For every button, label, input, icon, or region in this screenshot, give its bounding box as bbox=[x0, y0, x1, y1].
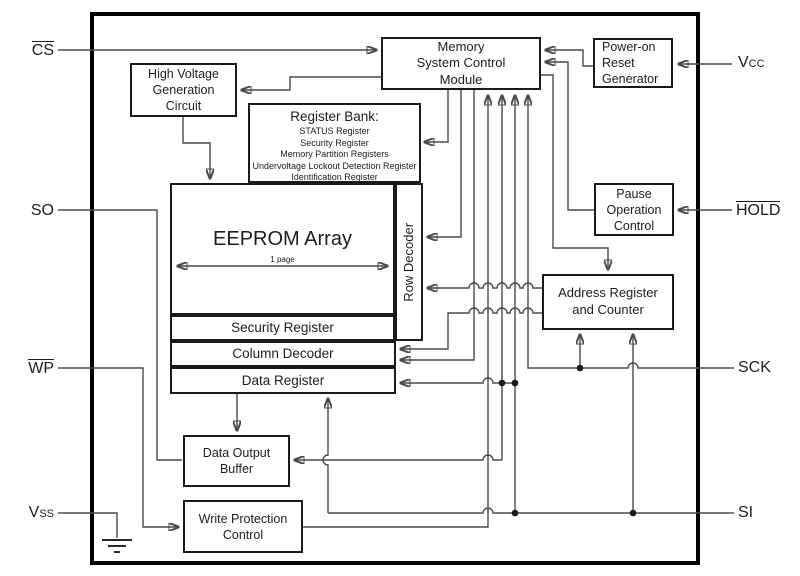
block-label: Power-on Reset Generator bbox=[602, 40, 659, 86]
block-data-register: Data Register bbox=[170, 367, 396, 394]
block-label: Data Output Buffer bbox=[202, 446, 271, 476]
register-bank-item: Undervoltage Lockout Detection Register bbox=[252, 160, 417, 171]
block-label: Row Decoder bbox=[400, 222, 416, 302]
block-label: Column Decoder bbox=[232, 346, 334, 362]
pin-label-so: SO bbox=[18, 202, 54, 220]
block-label: Security Register bbox=[231, 320, 334, 336]
block-memory-system-control-module: Memory System Control Module bbox=[381, 37, 541, 90]
block-high-voltage-generation-circuit: High Voltage Generation Circuit bbox=[130, 63, 237, 117]
block-row-decoder: Row Decoder bbox=[395, 183, 423, 341]
block-label: High Voltage Generation Circuit bbox=[148, 67, 219, 113]
block-label: Address Register and Counter bbox=[558, 285, 658, 317]
block-power-on-reset-generator: Power-on Reset Generator bbox=[593, 38, 673, 88]
register-bank-item: Security Register bbox=[300, 137, 369, 148]
vss-label: VSS bbox=[28, 504, 54, 521]
block-write-protection-control: Write Protection Control bbox=[183, 500, 303, 553]
block-label: Memory System Control Module bbox=[416, 38, 506, 87]
pin-label-sck: SCK bbox=[738, 359, 771, 377]
pin-label-vcc: VCC bbox=[738, 54, 765, 72]
register-bank-title: Register Bank: bbox=[290, 109, 379, 124]
block-register-bank: Register Bank: STATUS Register Security … bbox=[248, 103, 421, 183]
register-bank-item: STATUS Register bbox=[299, 126, 370, 137]
pin-label-si: SI bbox=[738, 504, 753, 522]
block-label: Pause Operation Control bbox=[606, 186, 662, 233]
pin-label-cs: CS bbox=[18, 41, 54, 60]
vcc-label: VCC bbox=[738, 54, 765, 71]
hold-label: HOLD bbox=[736, 201, 781, 219]
block-label: Data Register bbox=[241, 372, 325, 388]
block-pause-operation-control: Pause Operation Control bbox=[594, 183, 674, 236]
pin-label-wp: WP bbox=[18, 359, 54, 378]
cs-label: CS bbox=[31, 41, 54, 59]
block-label: Write Protection Control bbox=[198, 511, 288, 542]
block-security-register: Security Register bbox=[170, 315, 395, 341]
so-label: SO bbox=[30, 202, 54, 219]
wp-label: WP bbox=[28, 359, 54, 377]
sck-label: SCK bbox=[738, 359, 771, 376]
si-label: SI bbox=[738, 504, 754, 521]
register-bank-item: Memory Partition Registers bbox=[280, 149, 389, 160]
block-column-decoder: Column Decoder bbox=[170, 341, 396, 367]
pin-label-vss: VSS bbox=[18, 504, 54, 522]
block-address-register-and-counter: Address Register and Counter bbox=[542, 274, 674, 330]
block-data-output-buffer: Data Output Buffer bbox=[183, 435, 290, 487]
block-eeprom-array: EEPROM Array 1 page bbox=[170, 183, 395, 315]
eeprom-page-label: 1 page bbox=[270, 255, 295, 264]
pin-label-hold: HOLD bbox=[736, 201, 781, 220]
eeprom-array-title: EEPROM Array bbox=[213, 228, 352, 250]
